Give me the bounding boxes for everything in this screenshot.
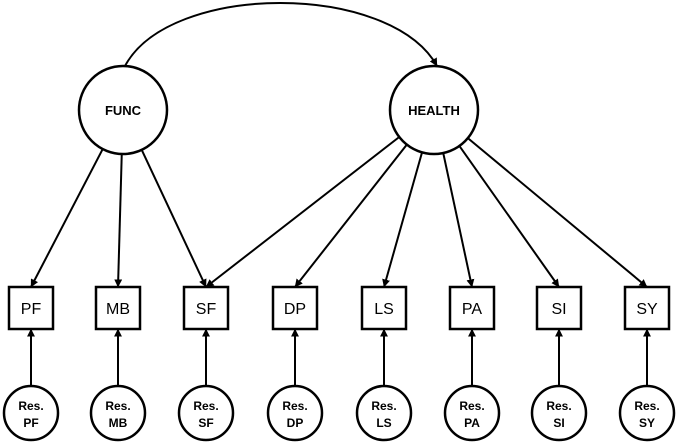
- observed-mb: MB: [94, 285, 142, 331]
- loading-health-pa: [442, 152, 475, 288]
- residual-pa-line1: Res.: [459, 399, 484, 413]
- loading-health-si: [458, 145, 560, 288]
- observed-pa: PA: [448, 285, 496, 331]
- residual-sf-line2: SF: [198, 416, 213, 430]
- observed-ls-label: LS: [374, 301, 394, 318]
- residual-pf-line2: PF: [23, 416, 38, 430]
- residual-ls-line1: Res.: [371, 399, 396, 413]
- residual-dp: Res. DP: [266, 384, 324, 442]
- observed-si-label: SI: [551, 301, 566, 318]
- residual-mb: Res. MB: [89, 384, 147, 442]
- loading-func-mb: [114, 153, 123, 288]
- latent-health-label: HEALTH: [408, 103, 460, 118]
- covariance-arc: [117, 2, 438, 75]
- residual-pf: Res. PF: [2, 384, 60, 442]
- residual-sf-line1: Res.: [193, 399, 218, 413]
- residual-pa-line2: PA: [464, 416, 480, 430]
- loading-health-sy: [467, 137, 648, 288]
- edges: [27, 136, 651, 386]
- latent-func-label: FUNC: [105, 103, 142, 118]
- residual-si: Res. SI: [530, 384, 588, 442]
- latent-func: FUNC: [77, 64, 169, 156]
- residual-ls: Res. LS: [355, 384, 413, 442]
- observed-mb-label: MB: [106, 301, 130, 318]
- observed-sy: SY: [623, 285, 671, 331]
- residual-dp-line2: DP: [287, 416, 304, 430]
- residual-si-line1: Res.: [546, 399, 571, 413]
- observed-sf-label: SF: [196, 301, 217, 318]
- residual-sf: Res. SF: [177, 384, 235, 442]
- observed-ls: LS: [360, 285, 408, 331]
- observed-pf-label: PF: [21, 301, 42, 318]
- loading-health-dp: [294, 143, 408, 288]
- residual-dp-line1: Res.: [282, 399, 307, 413]
- observed-sy-label: SY: [636, 301, 658, 318]
- residual-sy: Res. SY: [618, 384, 676, 442]
- residual-sy-line2: SY: [639, 416, 655, 430]
- residual-pf-line1: Res.: [18, 399, 43, 413]
- observed-dp-label: DP: [284, 301, 306, 318]
- latent-health: HEALTH: [388, 64, 480, 156]
- residual-mb-line1: Res.: [105, 399, 130, 413]
- observed-pf: PF: [7, 285, 55, 331]
- residual-pa: Res. PA: [443, 384, 501, 442]
- observed-sf: SF: [182, 285, 230, 331]
- loading-health-ls: [382, 152, 424, 288]
- loading-func-sf: [140, 149, 207, 288]
- loading-func-pf: [30, 148, 104, 288]
- observed-pa-label: PA: [462, 301, 482, 318]
- residual-ls-line2: LS: [376, 416, 391, 430]
- residual-mb-line2: MB: [109, 416, 128, 430]
- observed-dp: DP: [271, 285, 319, 331]
- residual-sy-line1: Res.: [634, 399, 659, 413]
- loading-health-sf: [205, 136, 400, 288]
- residual-si-line2: SI: [553, 416, 564, 430]
- observed-si: SI: [535, 285, 583, 331]
